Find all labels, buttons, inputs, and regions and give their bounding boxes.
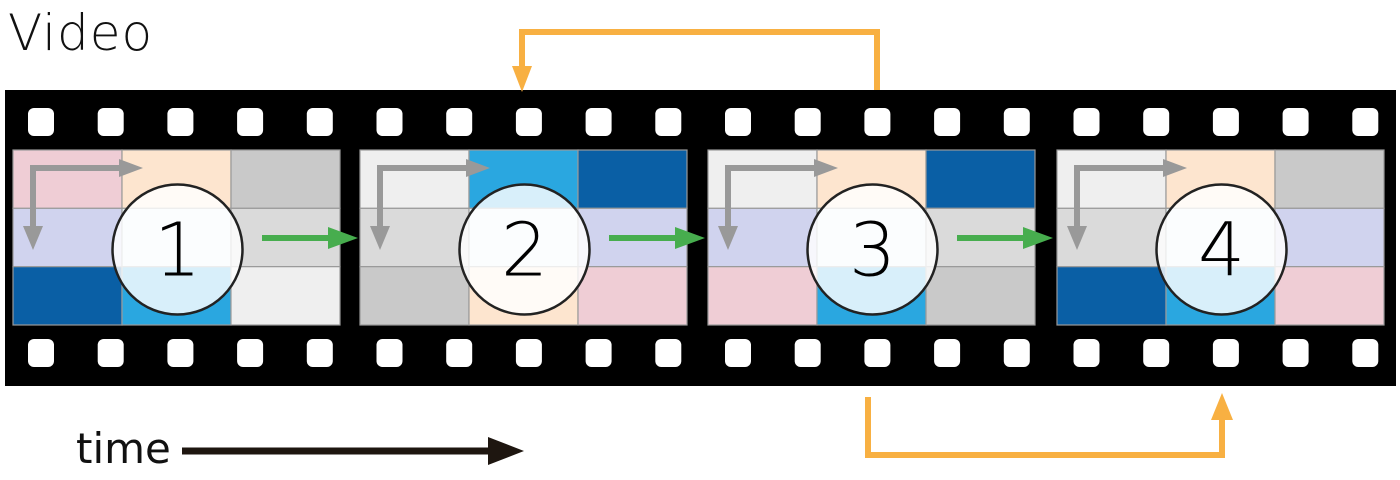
- frame-number-circle: [458, 183, 591, 316]
- sprocket-hole-bottom: [28, 339, 54, 367]
- frame-cell: [1274, 149, 1385, 209]
- sprocket-hole-top: [306, 108, 333, 136]
- arrows: [182, 29, 1233, 465]
- frame-2: 2: [359, 149, 688, 326]
- scan-right-arrowhead: [1163, 159, 1187, 177]
- frame-cell: [1056, 266, 1167, 326]
- sprocket-hole-top: [1143, 108, 1170, 136]
- frame-cell: [1274, 266, 1385, 326]
- sprocket-hole-top: [585, 108, 612, 136]
- frame-cell: [1056, 149, 1167, 209]
- scan-right-arrowhead: [466, 159, 490, 177]
- sprocket-hole-top: [1003, 108, 1030, 136]
- frame-number: 4: [1198, 208, 1245, 294]
- frame-4: 4: [1056, 149, 1385, 326]
- frame-cell: [230, 149, 341, 209]
- sprocket-hole-top: [655, 108, 682, 136]
- sprocket-hole-top: [725, 108, 751, 136]
- scan-order-arrow: [1074, 165, 1165, 236]
- sprocket-hole-top: [1073, 108, 1100, 136]
- scan-order-arrow: [30, 165, 121, 236]
- sprocket-hole-bottom: [446, 339, 473, 367]
- sprocket-hole-bottom: [794, 339, 821, 367]
- frame-cell: [925, 266, 1036, 326]
- scan-down-arrowhead: [718, 226, 738, 250]
- frame-cell: [1274, 207, 1385, 268]
- scan-down-arrowhead: [1067, 226, 1087, 250]
- sprocket-hole-top: [376, 108, 403, 136]
- sprocket-holes: [28, 108, 1379, 367]
- sprocket-hole-bottom: [585, 339, 612, 367]
- frame-cell: [359, 149, 470, 209]
- sprocket-hole-bottom: [864, 339, 891, 367]
- frames: 1 2 3 4: [12, 149, 1385, 326]
- video-title: Video: [8, 4, 154, 62]
- frame-number: 2: [501, 208, 548, 294]
- frame-number-circle: [1155, 183, 1288, 316]
- frame-1: 1: [12, 149, 341, 326]
- next-frame-arrowhead: [328, 227, 358, 249]
- frame-cell: [577, 266, 688, 326]
- time-label: time: [76, 424, 171, 473]
- frame-number: 3: [849, 208, 896, 294]
- sprocket-hole-top: [446, 108, 473, 136]
- frame-cell: [12, 149, 123, 209]
- sprocket-hole-top: [864, 108, 891, 136]
- sprocket-hole-bottom: [1073, 339, 1100, 367]
- scan-right-arrowhead: [814, 159, 838, 177]
- scan-down-arrowhead: [370, 226, 390, 250]
- sprocket-hole-top: [1352, 108, 1379, 136]
- frame-number-circle: [111, 183, 244, 316]
- sprocket-hole-bottom: [655, 339, 682, 367]
- sprocket-hole-bottom: [515, 339, 542, 367]
- sprocket-hole-bottom: [1143, 339, 1170, 367]
- sprocket-hole-top: [794, 108, 821, 136]
- frame-cell: [230, 266, 341, 326]
- frame-3: 3: [707, 149, 1036, 326]
- sprocket-hole-top: [167, 108, 194, 136]
- frame-cell: [359, 266, 470, 326]
- jump-arrow-bottom-head: [1211, 393, 1233, 420]
- jump-arrow-top: [519, 29, 880, 90]
- sprocket-hole-top: [934, 108, 961, 136]
- frame-cell: [707, 149, 818, 209]
- sprocket-hole-bottom: [1282, 339, 1309, 367]
- sprocket-hole-bottom: [725, 339, 751, 367]
- sprocket-hole-top: [1282, 108, 1309, 136]
- scan-right-arrowhead: [119, 159, 143, 177]
- scan-order-arrow: [377, 165, 468, 236]
- time-arrowhead: [488, 437, 524, 465]
- sprocket-hole-bottom: [1212, 339, 1239, 367]
- jump-arrow-top-head: [512, 66, 532, 92]
- frame-cell: [707, 266, 818, 326]
- frame-cell: [577, 149, 688, 209]
- sprocket-hole-top: [97, 108, 124, 136]
- sprocket-hole-bottom: [934, 339, 961, 367]
- frame-number: 1: [154, 208, 201, 294]
- sprocket-hole-bottom: [1352, 339, 1379, 367]
- frame-number-circle: [806, 183, 939, 316]
- jump-arrow-bottom: [865, 397, 1225, 458]
- next-frame-arrowhead: [675, 227, 705, 249]
- frame-cell: [925, 149, 1036, 209]
- sprocket-hole-top: [1212, 108, 1239, 136]
- sprocket-hole-top: [237, 108, 264, 136]
- sprocket-hole-bottom: [376, 339, 403, 367]
- sprocket-hole-bottom: [306, 339, 333, 367]
- sprocket-hole-bottom: [97, 339, 124, 367]
- sprocket-hole-bottom: [167, 339, 194, 367]
- next-frame-arrowhead: [1023, 227, 1053, 249]
- scan-order-arrow: [725, 165, 816, 236]
- sprocket-hole-bottom: [237, 339, 264, 367]
- sprocket-hole-top: [515, 108, 542, 136]
- frame-cell: [12, 266, 123, 326]
- scan-down-arrowhead: [23, 226, 43, 250]
- sprocket-hole-bottom: [1003, 339, 1030, 367]
- sprocket-hole-top: [28, 108, 54, 136]
